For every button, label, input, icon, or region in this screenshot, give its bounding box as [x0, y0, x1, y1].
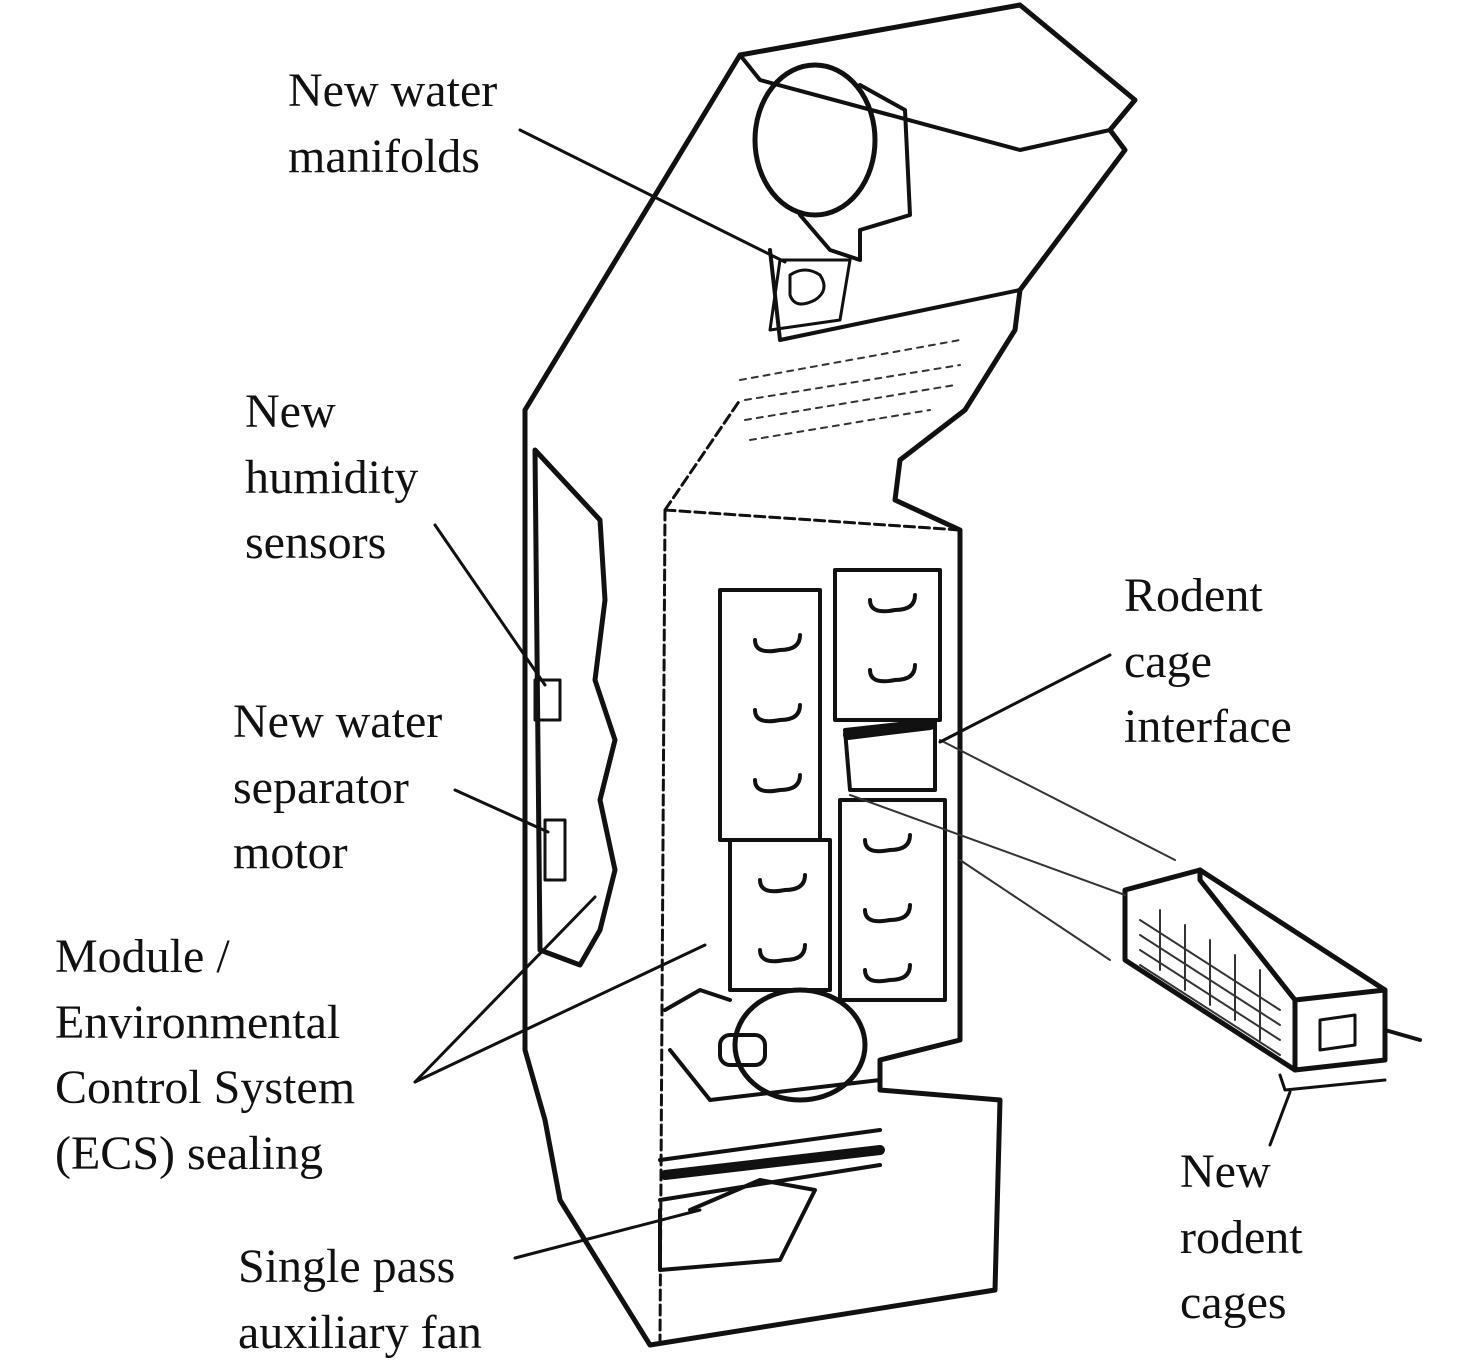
- leader-ecs-2: [413, 943, 707, 1084]
- fan-hub: [718, 1033, 767, 1067]
- label-humidity-sensors: New humidity sensors: [245, 379, 418, 576]
- label-auxiliary-fan: Single pass auxiliary fan: [238, 1234, 482, 1365]
- label-rodent-cage-interface: Rodent cage interface: [1124, 563, 1292, 760]
- manifold-pipes: [768, 258, 852, 332]
- slot-dark: [843, 720, 935, 740]
- label-line: motor: [233, 826, 348, 879]
- aux-fan-duct: [658, 1128, 882, 1272]
- label-line: Module /: [55, 930, 230, 983]
- leader-cages: [1268, 1090, 1292, 1147]
- grille-texture: [739, 339, 961, 441]
- leader-humidity: [433, 523, 547, 687]
- label-line: New: [245, 385, 336, 438]
- label-ecs-sealing: Module / Environmental Control System (E…: [55, 924, 355, 1186]
- leader-ecs-1: [413, 895, 597, 1084]
- cage-drawers: [718, 568, 947, 1002]
- humidity-sensor: [533, 678, 562, 722]
- label-line: Control System: [55, 1061, 356, 1114]
- manifold-housing: [798, 83, 912, 262]
- label-water-manifolds: New water manifolds: [288, 58, 497, 189]
- leader-separator: [453, 788, 550, 834]
- label-line: New: [1180, 1145, 1271, 1198]
- label-line: manifolds: [288, 129, 480, 183]
- leader-manifolds: [518, 128, 787, 264]
- top-box-bottom: [768, 248, 1022, 342]
- label-line: interface: [1124, 700, 1292, 753]
- fan-body: [732, 987, 868, 1103]
- label-line: New water: [233, 695, 443, 748]
- side-cutaway: [532, 447, 618, 968]
- separator-motor: [543, 818, 567, 882]
- leader-interface: [938, 653, 1112, 744]
- label-line: Rodent: [1124, 569, 1263, 622]
- label-water-separator-motor: New water separator motor: [233, 689, 442, 886]
- label-line: humidity: [245, 450, 419, 504]
- leader-fan: [513, 1208, 702, 1260]
- label-line: Single pass: [238, 1240, 456, 1293]
- insertion-guide-lines: [849, 739, 1176, 961]
- label-line: (ECS) sealing: [55, 1126, 323, 1180]
- label-line: cage: [1124, 634, 1212, 688]
- rodent-cage: [1122, 867, 1422, 1092]
- label-line: sensors: [245, 516, 387, 569]
- rack-outline: [522, 2, 1138, 1348]
- fan-housing: [663, 988, 882, 1102]
- rodent-cage-mesh: [1139, 909, 1281, 1056]
- label-line: auxiliary fan: [238, 1305, 482, 1359]
- label-line: separator: [233, 760, 409, 814]
- label-line: Environmental: [55, 995, 341, 1049]
- top-box-edge: [738, 53, 1112, 152]
- manifold-cylinder: [752, 62, 878, 218]
- label-new-rodent-cages: New rodent cages: [1180, 1139, 1303, 1336]
- label-line: cages: [1180, 1276, 1287, 1329]
- label-line: rodent: [1180, 1210, 1303, 1264]
- label-line: New water: [288, 64, 498, 117]
- aux-fan-dark-band: [660, 1145, 885, 1180]
- leader-lines: [413, 128, 1292, 1260]
